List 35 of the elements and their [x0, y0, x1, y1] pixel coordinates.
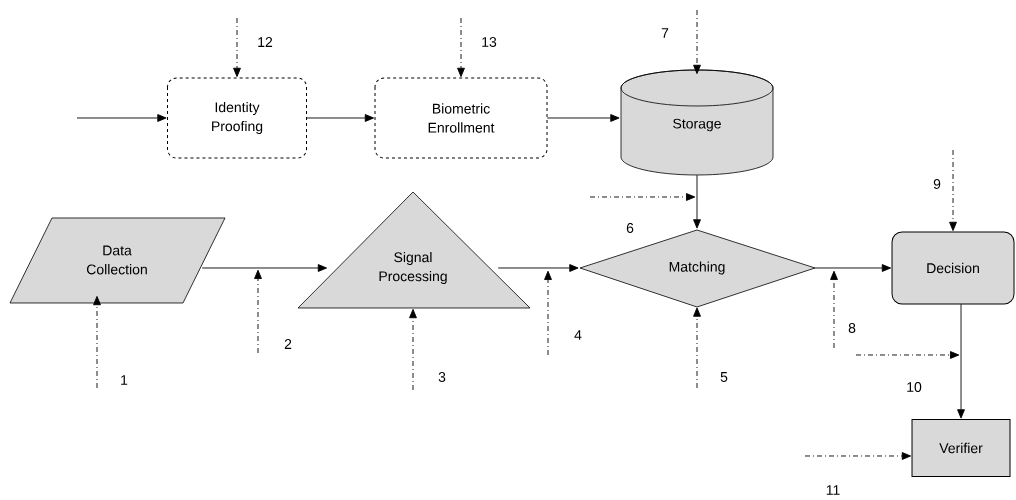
- process-box: Verifier: [911, 419, 1011, 477]
- callout-number: 2: [284, 339, 292, 349]
- input-parallelogram: Data Collection: [9, 217, 226, 304]
- callout-number: 1: [121, 375, 128, 385]
- process-box: Identity Proofing: [167, 77, 307, 159]
- callout-number: 10: [907, 382, 922, 392]
- attack-arrow: [233, 17, 241, 78]
- arrow: [957, 303, 965, 419]
- callout-number: 5: [720, 372, 728, 382]
- callout-number: 9: [933, 179, 941, 189]
- callout-number: 12: [258, 37, 273, 47]
- process-triangle: Signal Processing: [297, 191, 531, 309]
- callout-number: 11: [826, 485, 840, 495]
- attack-arrow: [693, 9, 701, 75]
- arrow: [76, 114, 167, 122]
- callout-number: 4: [574, 330, 582, 340]
- arrow: [814, 264, 892, 272]
- attack-arrow: [804, 452, 912, 460]
- callout-number: 7: [661, 28, 669, 38]
- attack-arrow: [693, 307, 701, 389]
- storage-cylinder: Storage: [620, 69, 774, 176]
- process-box: Biometric Enrollment: [374, 77, 548, 159]
- attack-arrow: [457, 17, 465, 78]
- arrow: [497, 264, 579, 272]
- arrow: [546, 114, 620, 122]
- arrow: [201, 264, 328, 272]
- arrow: [306, 114, 375, 122]
- attack-arrow: [949, 149, 957, 232]
- attack-arrow: [409, 308, 417, 391]
- callout-number: 3: [438, 372, 446, 382]
- callout-number: 8: [848, 323, 856, 333]
- process-box: Decision: [891, 231, 1015, 305]
- arrow: [693, 174, 701, 229]
- attack-arrow: [93, 295, 101, 389]
- callout-number: 13: [482, 37, 497, 47]
